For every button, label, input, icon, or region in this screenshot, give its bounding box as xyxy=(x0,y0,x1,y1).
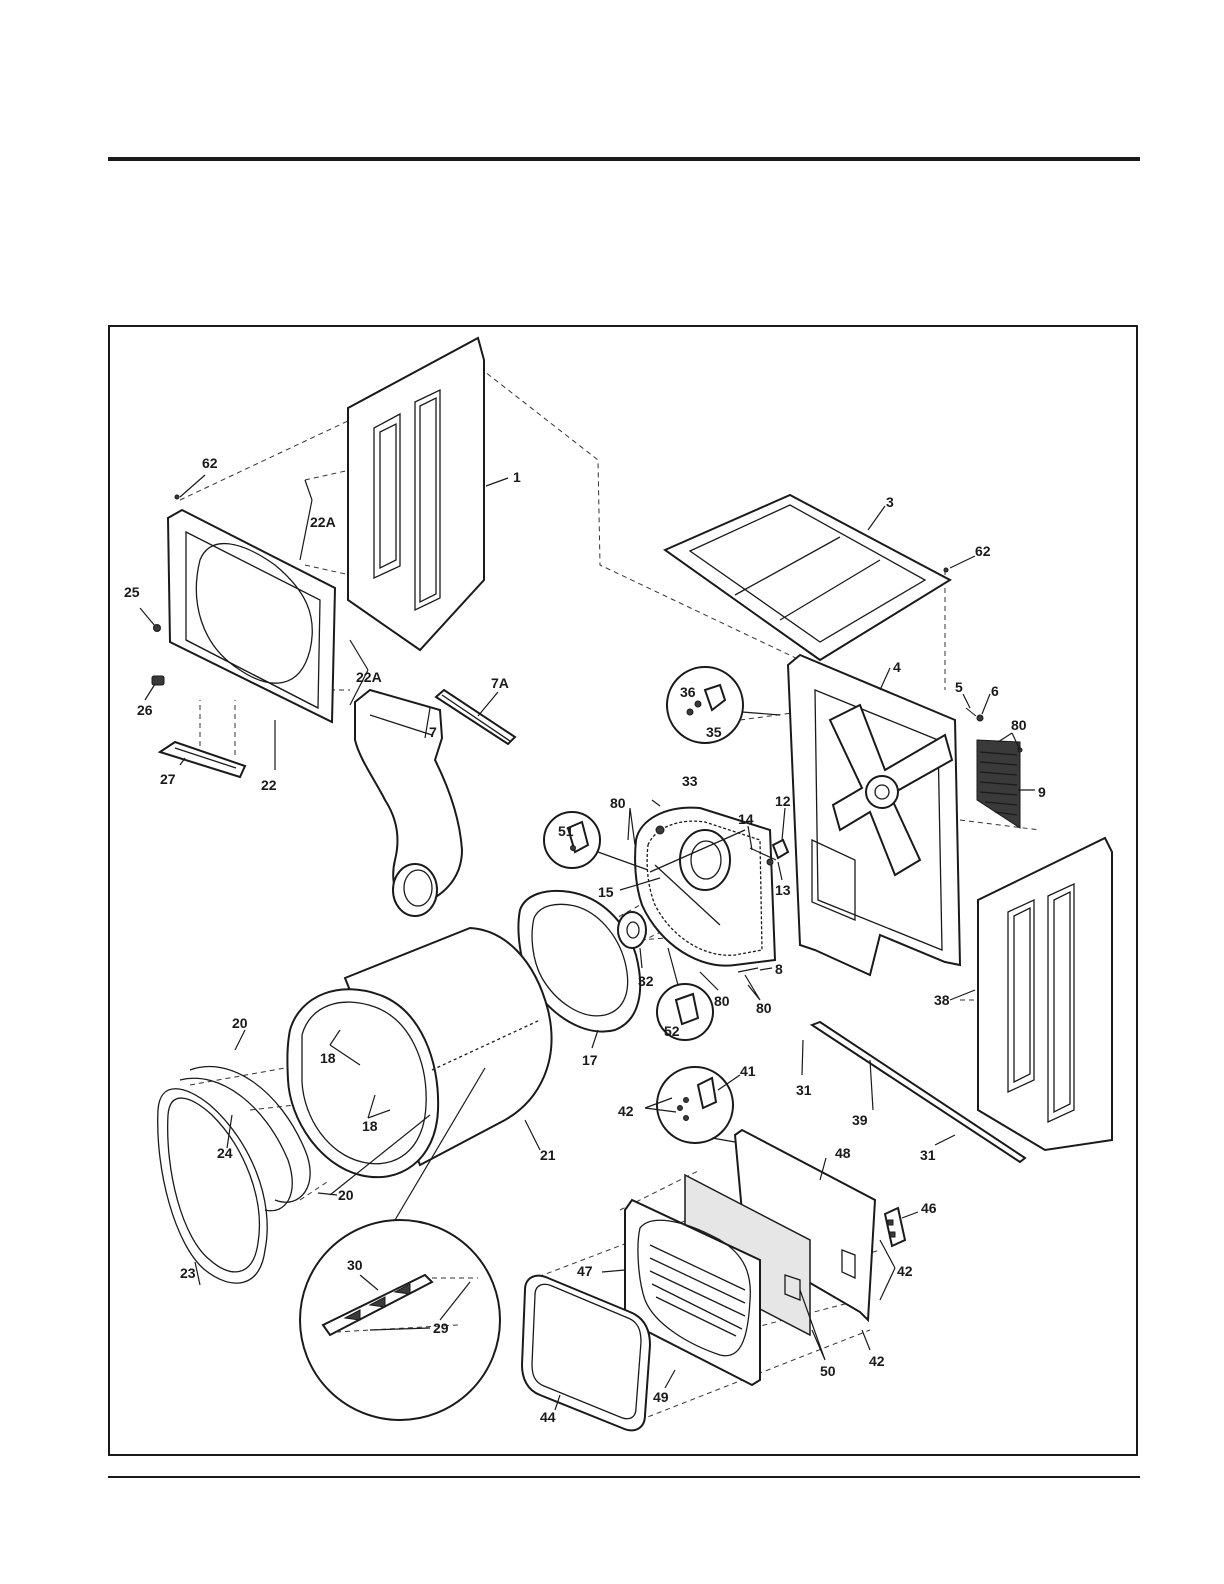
label-39: 39 xyxy=(852,1112,868,1128)
label-46: 46 xyxy=(921,1200,937,1216)
label-7: 7 xyxy=(429,724,437,740)
label-20: 20 xyxy=(232,1015,248,1031)
label-33: 33 xyxy=(682,773,698,789)
label-30: 30 xyxy=(347,1257,363,1273)
blower-duct xyxy=(355,690,462,916)
label-18: 18 xyxy=(320,1050,336,1066)
label-80: 80 xyxy=(714,993,730,1009)
label-44: 44 xyxy=(540,1409,556,1425)
callout-detail-51 xyxy=(544,812,648,870)
label-49: 49 xyxy=(653,1389,669,1405)
callout-detail-41-42 xyxy=(657,1067,735,1143)
drum-seals xyxy=(158,1067,310,1284)
label-80: 80 xyxy=(756,1000,772,1016)
label-38: 38 xyxy=(934,992,950,1008)
label-41: 41 xyxy=(740,1063,756,1079)
label-18: 18 xyxy=(362,1118,378,1134)
label-15: 15 xyxy=(598,884,614,900)
label-1: 1 xyxy=(513,469,521,485)
label-5: 5 xyxy=(955,679,963,695)
label-35: 35 xyxy=(706,724,722,740)
label-80: 80 xyxy=(1011,717,1027,733)
label-12: 12 xyxy=(775,793,791,809)
label-50: 50 xyxy=(820,1363,836,1379)
label-80: 80 xyxy=(610,795,626,811)
callout-detail-35-36 xyxy=(667,667,780,743)
label-6: 6 xyxy=(991,683,999,699)
label-27: 27 xyxy=(160,771,176,787)
label-42: 42 xyxy=(869,1353,885,1369)
side-panel-right xyxy=(978,838,1112,1150)
label-26: 26 xyxy=(137,702,153,718)
top-panel xyxy=(665,495,950,660)
seal-strip xyxy=(436,690,515,744)
label-42: 42 xyxy=(897,1263,913,1279)
label-22A: 22A xyxy=(356,669,382,685)
label-48: 48 xyxy=(835,1145,851,1161)
label-8: 8 xyxy=(775,961,783,977)
label-3: 3 xyxy=(886,494,894,510)
label-42: 42 xyxy=(618,1103,634,1119)
rear-bearing xyxy=(618,912,646,948)
label-32: 32 xyxy=(638,973,654,989)
label-52: 52 xyxy=(664,1023,680,1039)
label-13: 13 xyxy=(775,882,791,898)
label-22A: 22A xyxy=(310,514,336,530)
label-47: 47 xyxy=(577,1263,593,1279)
label-31: 31 xyxy=(920,1147,936,1163)
label-29: 29 xyxy=(433,1320,449,1336)
label-7A: 7A xyxy=(491,675,509,691)
rear-panel xyxy=(788,655,960,975)
label-22: 22 xyxy=(261,777,277,793)
label-17: 17 xyxy=(582,1052,598,1068)
side-panel-left xyxy=(348,338,484,650)
label-62: 62 xyxy=(202,455,218,471)
label-62: 62 xyxy=(975,543,991,559)
label-51: 51 xyxy=(558,823,574,839)
door-hinge xyxy=(885,1208,905,1246)
label-4: 4 xyxy=(893,659,901,675)
label-25: 25 xyxy=(124,584,140,600)
label-36: 36 xyxy=(680,684,696,700)
label-21: 21 xyxy=(540,1147,556,1163)
front-panel xyxy=(168,510,335,722)
label-20: 20 xyxy=(338,1187,354,1203)
label-14: 14 xyxy=(738,811,754,827)
label-23: 23 xyxy=(180,1265,196,1281)
vent-grille xyxy=(977,740,1020,828)
label-9: 9 xyxy=(1038,784,1046,800)
label-31: 31 xyxy=(796,1082,812,1098)
label-24: 24 xyxy=(217,1145,233,1161)
